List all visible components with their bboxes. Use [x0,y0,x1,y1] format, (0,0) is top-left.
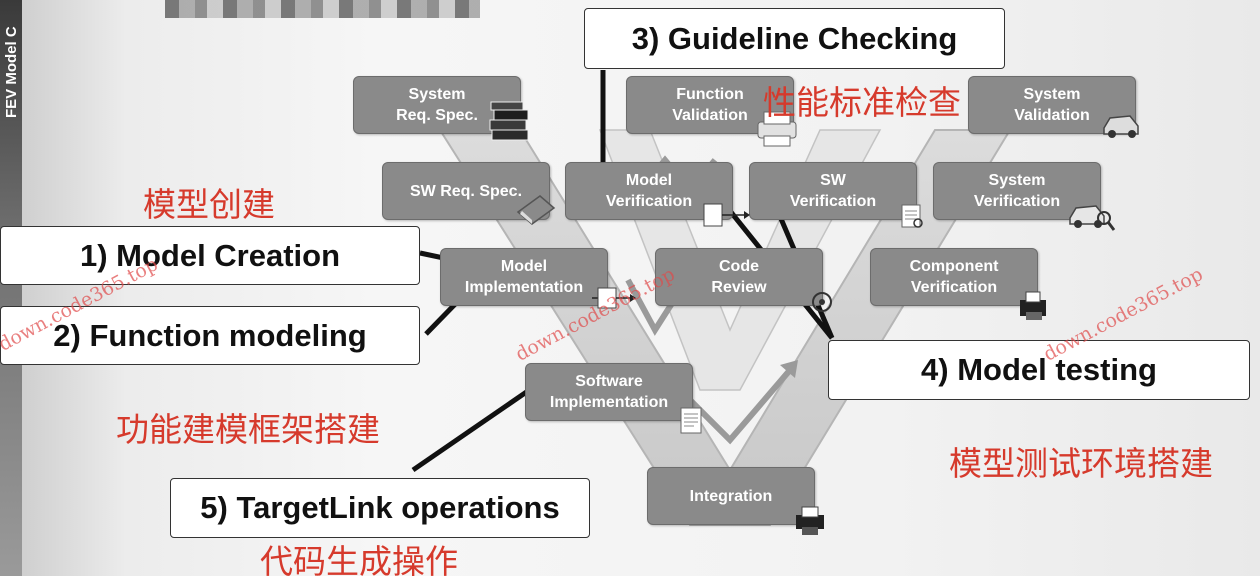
arrow-block-icon [703,203,750,227]
document-icon-software [680,407,702,434]
car-icon-magnifier [1069,205,1116,231]
pointer-targetlink [411,379,543,473]
zigzag-arrow-lower [687,368,793,445]
document-icon [901,204,923,228]
callout-guideline-checking: 3) Guideline Checking [584,8,1005,69]
printer-icon-integration [796,506,824,535]
side-strip: FEV Model C [0,0,22,576]
callout-function-modeling: 2) Function modeling [0,306,420,365]
box-model-implementation: Model Implementation [440,248,608,306]
box-software-implementation: Software Implementation [525,363,693,421]
zh-code-generation: 代码生成操作 [260,543,458,580]
zh-performance-check: 性能标准检查 [763,84,961,121]
box-code-review: Code Review [655,248,823,306]
arrow-block-icon-2 [592,287,636,309]
callout-model-testing: 4) Model testing [828,340,1250,400]
box-system-verification: System Verification [933,162,1101,220]
box-integration: Integration [647,467,815,525]
loop-icon [812,292,832,312]
printer-icon [757,111,797,147]
zh-model-creation: 模型创建 [143,186,275,223]
zigzag-arrowhead [780,360,798,378]
blurred-header [165,0,480,18]
book-stack-icon [489,101,529,141]
box-sw-verification: SW Verification [749,162,917,220]
callout-model-creation: 1) Model Creation [0,226,420,285]
box-component-verification: Component Verification [870,248,1038,306]
zh-function-framework: 功能建模框架搭建 [116,411,380,448]
book-icon [516,195,556,225]
printer-icon-component [1020,291,1046,320]
callout-targetlink-operations: 5) TargetLink operations [170,478,590,538]
zh-test-environment: 模型测试环境搭建 [949,445,1213,482]
car-icon [1103,115,1139,138]
